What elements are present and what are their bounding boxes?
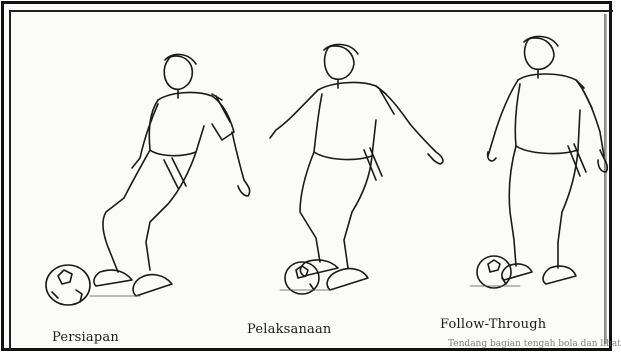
caption-follow-through: Follow-Through	[440, 317, 546, 332]
footnote-text: Tendang bagian tengah bola dan lihat ke	[448, 339, 621, 349]
caption-execution: Pelaksanaan	[247, 322, 332, 337]
player-figure-follow-through	[477, 36, 607, 288]
caption-preparation: Persiapan	[52, 330, 119, 345]
player-figure-preparation	[46, 54, 250, 305]
player-figure-execution	[270, 44, 443, 294]
